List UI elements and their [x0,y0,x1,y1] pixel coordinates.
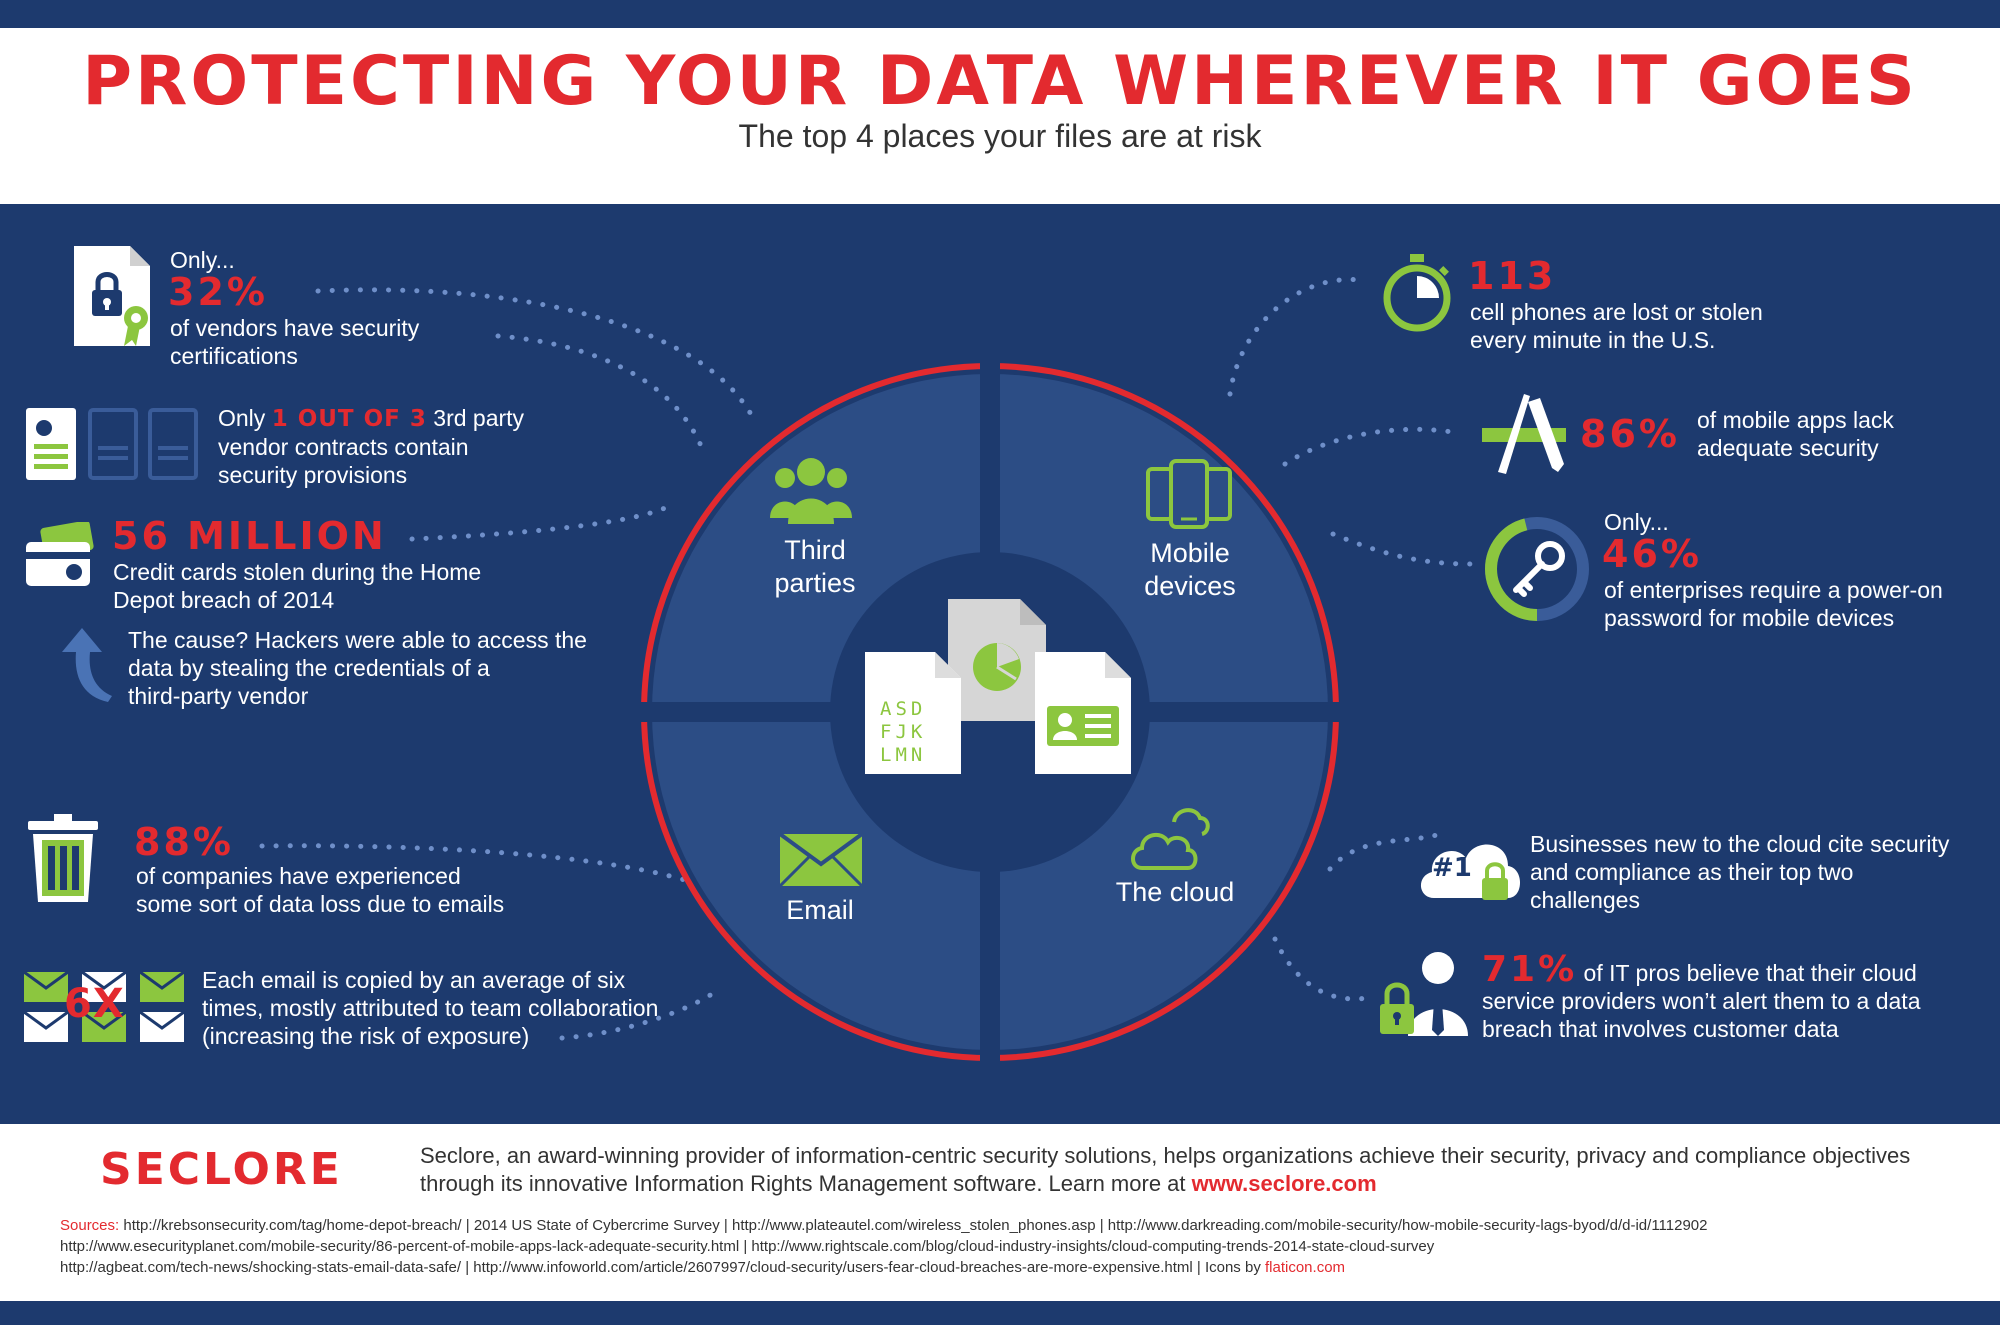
credit-card-icon [26,522,94,586]
stat-32pct-description: of vendors have security certifications [170,315,420,369]
stat-88pct-description: of companies have experienced some sort … [136,863,505,917]
stat-46pct-description: of enterprises require a power-on passwo… [1604,577,1943,631]
stat-32pct: 32% [168,270,268,314]
stat-71pct: 71% [1482,949,1578,990]
seclore-website-link[interactable]: www.seclore.com [1191,1171,1377,1196]
connector-88pct [259,843,691,884]
only-label: Only... [170,247,235,273]
businessman-lock-icon [1380,952,1468,1036]
breach-cause-description: The cause? Hackers were able to access t… [128,627,587,709]
connector-1of3 [495,333,708,459]
cloud-lock-icon [1420,844,1520,900]
quadrant-third-parties-label: Third parties [774,535,856,598]
cloud-challenges-description: Businesses new to the cloud cite securit… [1530,831,1950,913]
cloud-icon [1131,808,1210,870]
pie-chart-document-icon [948,599,1046,721]
key-ring-icon [1485,517,1589,621]
stat-46pct: 46% [1602,532,1702,576]
text-document-icon [865,652,961,774]
company-description: Seclore, an award-winning provider of in… [420,1143,1911,1196]
connector-113 [1227,277,1363,397]
people-icon [770,458,852,524]
only-label-46pct: Only... [1604,509,1669,535]
contract-documents-icon [26,408,198,480]
dotted-connectors [259,277,1473,1041]
document-letters: ASD FJK LMN [880,698,927,766]
password-ring-progress [1485,517,1589,621]
curved-arrow-icon [62,628,112,702]
connector-56m [409,501,676,542]
stat-113: 113 [1468,254,1557,298]
connector-46pct [1330,531,1473,567]
stat-71pct-description: 71% of IT pros believe that their cloud … [1482,949,1921,1043]
sources-list: Sources: http://krebsonsecurity.com/tag/… [60,1217,1708,1276]
stat-113-description: cell phones are lost or stolen every min… [1470,299,1763,353]
page-subtitle: The top 4 places your files are at risk [738,118,1262,154]
six-envelopes-icon [23,970,185,1042]
envelope-icon [780,834,862,886]
connector-71pct [1272,936,1376,1002]
id-card-document-icon [1035,652,1131,774]
stat-88pct: 88% [134,820,234,864]
cloud-rank-badge: #1 [1432,853,1472,883]
page-title: PROTECTING YOUR DATA WHEREVER IT GOES [82,42,1918,121]
certificate-lock-icon [74,246,150,346]
stat-56-million-description: Credit cards stolen during the Home Depo… [113,559,482,613]
icons-credit-link[interactable]: flaticon.com [1265,1259,1346,1276]
quadrant-mobile-devices-label: Mobile devices [1144,538,1236,601]
app-store-tools-icon [1482,394,1566,474]
bottom-bar [0,1301,2000,1325]
connector-6x [559,991,715,1041]
six-x-badge: 6X [64,981,125,1027]
stat-86pct: 86% [1580,412,1680,456]
connector-32pct [315,287,755,419]
main-panel: Third parties Mobile devices Email The c… [0,204,2000,1124]
stopwatch-icon [1383,254,1451,332]
quadrant-email-label: Email [786,895,854,925]
connector-86pct [1282,426,1455,467]
stat-1of3: 1 OUT OF 3 [271,406,427,432]
connector-cloud1 [1327,831,1443,872]
sources-label: Sources: [60,1217,120,1234]
top-bar [0,0,2000,28]
trash-can-icon [28,814,98,902]
stat-86pct-description: of mobile apps lack adequate security [1697,407,1894,461]
footer [0,1124,2000,1301]
stat-56-million: 56 MILLION [112,514,387,558]
seclore-logo: SECLORE [100,1144,343,1195]
quadrant-cloud-label: The cloud [1115,877,1235,907]
six-x-description: Each email is copied by an average of si… [202,967,659,1049]
stat-1of3-description: Only 1 OUT OF 3 3rd party vendor contrac… [218,405,525,488]
header [0,28,2000,204]
mobile-devices-icon [1146,459,1232,529]
